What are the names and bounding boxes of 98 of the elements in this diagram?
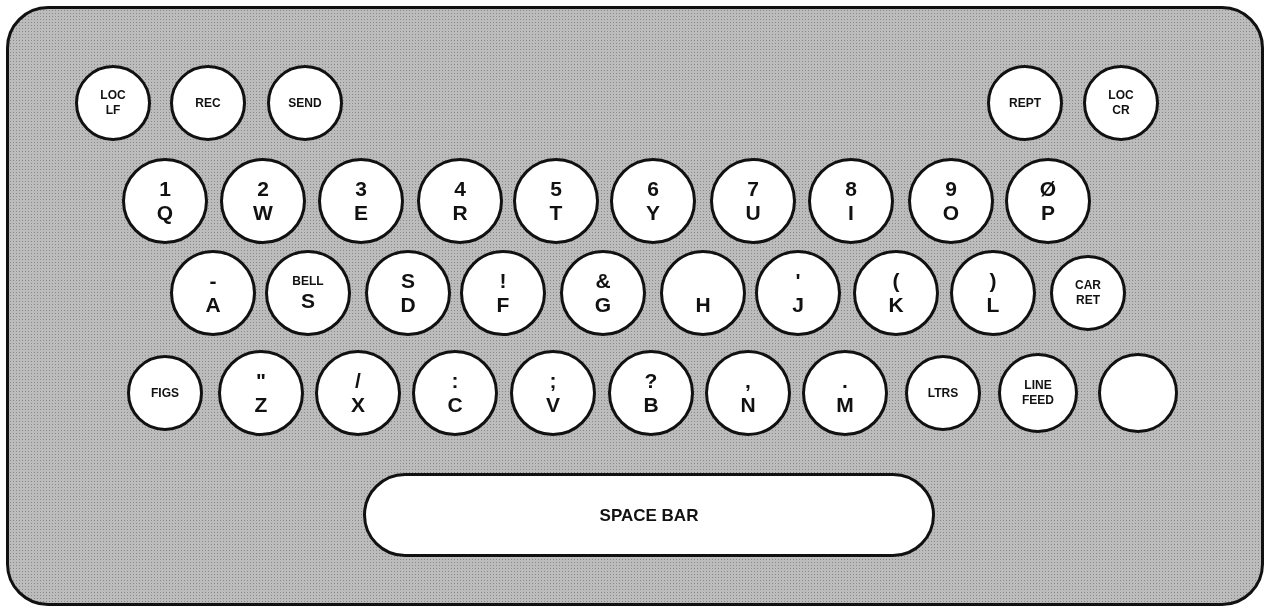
key-legend: C [447,393,463,417]
keyboard-key [122,158,208,244]
key-legend: K [888,293,904,317]
key-legend: M [836,393,854,417]
keyboard-key [365,250,451,336]
keyboard-key [170,250,256,336]
key-legend: R [452,201,468,225]
key-legend: F [496,293,510,317]
key-legend: FIGS [151,385,179,401]
keyboard-key [170,65,246,141]
keyboard-key [315,350,401,436]
key-legend: N [740,393,756,417]
key-legend: , [745,369,751,393]
keyboard-key [220,158,306,244]
keyboard-key [218,350,304,436]
key-legend: ' [795,269,801,293]
keyboard-key [417,158,503,244]
key-legend: 3 [355,177,367,201]
keyboard-key [987,65,1063,141]
keyboard-key [267,65,343,141]
key-legend: CAR RET [1071,278,1105,308]
key-legend: 7 [747,177,759,201]
key-legend: E [354,201,368,225]
key-legend: REC [195,95,221,111]
key-legend: 4 [454,177,466,201]
keyboard-key [802,350,888,436]
keyboard-key [265,250,351,336]
key-legend: : [451,369,459,393]
key-legend: P [1041,201,1055,225]
key-legend: D [400,293,416,317]
key-legend: 8 [845,177,857,201]
key-legend: ; [549,369,557,393]
keyboard-key [608,350,694,436]
key-legend: L [986,293,1000,317]
key-legend: T [549,201,563,225]
keyboard-key [660,250,746,336]
key-legend: " [256,369,266,393]
key-legend: - [209,269,217,293]
keyboard-key [127,355,203,431]
keyboard-key [755,250,841,336]
key-legend: LOC CR [1104,88,1138,118]
key-legend: V [546,393,560,417]
key-legend: G [594,293,612,317]
keyboard-key [998,353,1078,433]
key-legend: SPACE BAR [599,506,699,524]
key-legend: LTRS [927,385,959,401]
keyboard-key [705,350,791,436]
key-legend: W [253,201,273,225]
key-legend: BELL [292,273,324,289]
key-legend: . [842,369,848,393]
key-legend: A [205,293,221,317]
key-legend: O [942,201,960,225]
key-legend: I [848,201,854,225]
keyboard-key [75,65,151,141]
key-legend: LOC LF [96,88,130,118]
key-legend: REPT [1009,95,1041,111]
key-legend: 5 [550,177,562,201]
key-legend: 2 [257,177,269,201]
keyboard-key [853,250,939,336]
key-legend: B [643,393,659,417]
key-legend: X [351,393,365,417]
key-legend: Y [646,201,660,225]
key-legend: LINE FEED [1021,378,1055,408]
keyboard-key [1098,353,1178,433]
keyboard-key [560,250,646,336]
keyboard-key [908,158,994,244]
key-legend: ) [989,269,997,293]
keyboard-key [1005,158,1091,244]
keyboard-key [710,158,796,244]
keyboard-key [318,158,404,244]
keyboard-key [412,350,498,436]
key-legend: 1 [159,177,171,201]
key-legend: S [301,288,315,313]
space-bar [363,473,935,557]
keyboard-key [1050,255,1126,331]
key-legend: & [595,269,611,293]
key-legend: ? [644,369,658,393]
keyboard-key [1083,65,1159,141]
keyboard-key [513,158,599,244]
keyboard-key [905,355,981,431]
key-legend: U [745,201,761,225]
keyboard-key [460,250,546,336]
keyboard-key [510,350,596,436]
key-legend: J [792,293,804,317]
keyboard-key [950,250,1036,336]
key-legend: SEND [288,95,322,111]
key-legend: S [401,269,415,293]
keyboard-key [610,158,696,244]
keyboard-key [808,158,894,244]
key-legend: H [695,293,711,317]
key-legend: / [355,369,361,393]
key-legend: 6 [647,177,659,201]
key-legend: 9 [945,177,957,201]
key-legend: Q [156,201,174,225]
key-legend: Ø [1039,177,1057,201]
key-legend: Z [254,393,268,417]
key-legend: ( [892,269,900,293]
key-legend: ! [499,269,507,293]
